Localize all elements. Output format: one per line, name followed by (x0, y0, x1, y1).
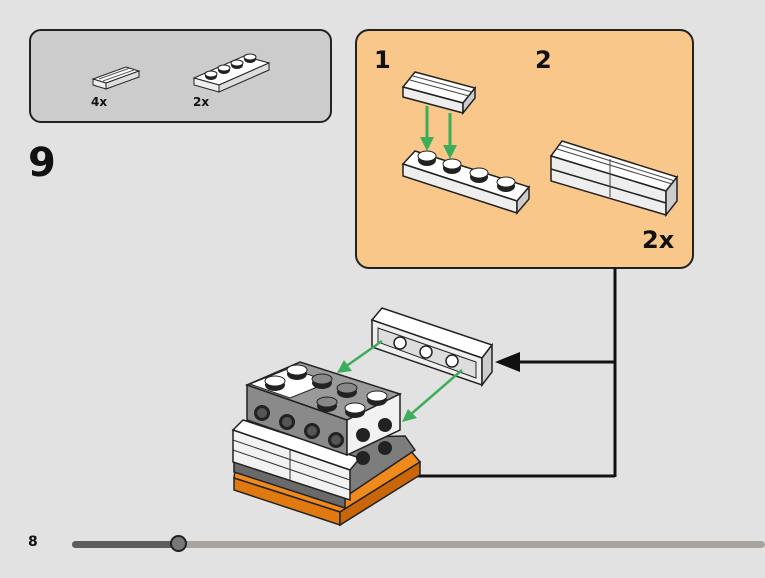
black-arrow-icon (495, 352, 520, 372)
green-arrow-icon (337, 339, 463, 422)
sub-assembly-callout: 1 2 2x (355, 29, 694, 269)
page-number: 8 (28, 534, 38, 550)
step-number: 9 (28, 140, 56, 186)
progress-fill (72, 541, 179, 548)
sub-assembly-illustration (401, 71, 679, 218)
grille-tile-part-icon (91, 66, 141, 90)
gray-brick-with-studs-icon (244, 361, 403, 465)
parts-list-panel: 4x 2x (29, 29, 332, 123)
sub-step-1-label: 1 (374, 46, 391, 74)
green-arrow-icon (420, 106, 457, 159)
progress-knob[interactable] (170, 535, 188, 552)
part-count-grille-tile: 4x (91, 95, 108, 109)
part-count-plate: 2x (193, 95, 210, 109)
grille-tile-brick-icon (401, 71, 477, 116)
plate-1x4-brick-icon (401, 150, 531, 216)
combined-sub-assembly-icon (549, 140, 679, 218)
sub-assembly-multiplier: 2x (642, 226, 675, 254)
sub-step-2-label: 2 (535, 46, 552, 74)
grille-tile-stack-icon (231, 419, 362, 502)
plate-1x4-part-icon (192, 53, 271, 93)
sub-assembly-attach-icon (370, 307, 494, 388)
parts-list-illustrations (91, 53, 271, 93)
callout-connector-line (385, 268, 617, 478)
progress-track[interactable] (72, 541, 765, 548)
